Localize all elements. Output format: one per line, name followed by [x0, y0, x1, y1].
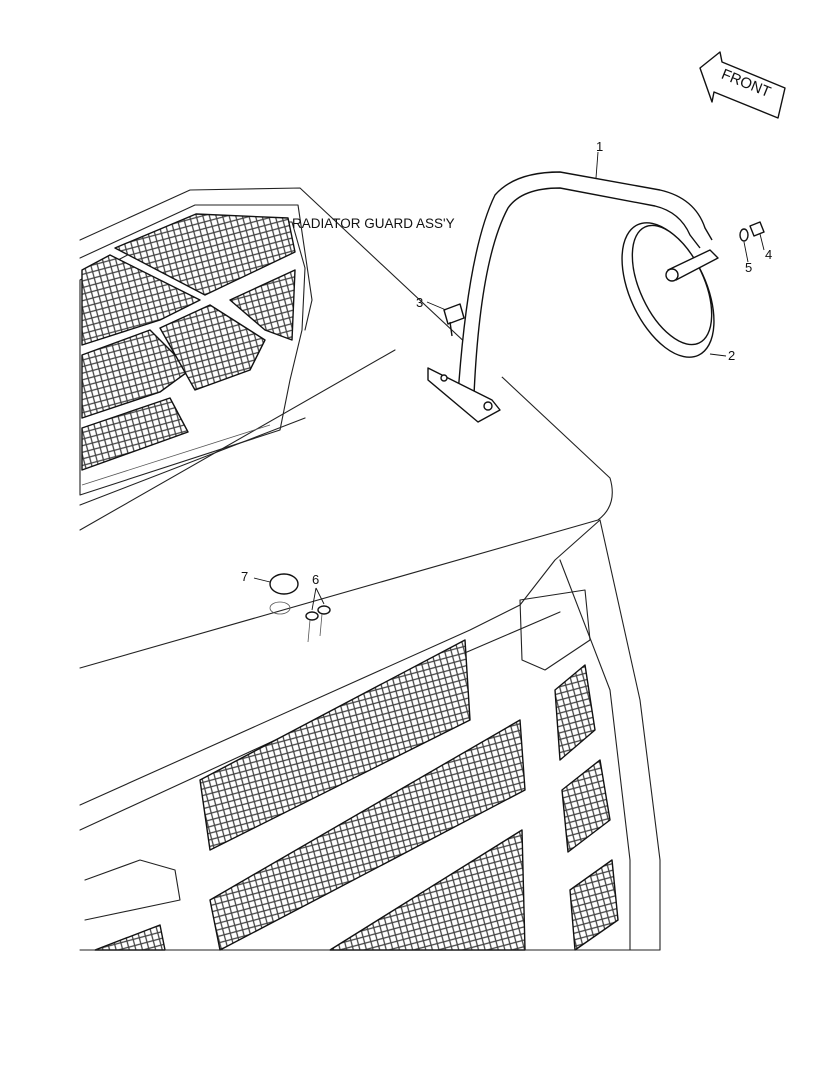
part-4-nut	[749, 221, 765, 237]
part-7-cap	[269, 573, 299, 615]
front-grille	[79, 519, 661, 951]
callout-2: 2	[728, 348, 735, 363]
part-3-bolt	[443, 303, 465, 337]
front-direction-arrow: FRONT	[699, 51, 786, 119]
callout-5: 5	[745, 260, 752, 275]
callout-4: 4	[765, 247, 772, 262]
callout-6: 6	[312, 572, 319, 587]
leader-lines	[253, 151, 765, 611]
part-5-washer	[739, 228, 749, 242]
callout-3: 3	[416, 295, 423, 310]
housing-outline	[79, 187, 613, 669]
part-2-mirror	[621, 222, 719, 358]
rear-grille	[79, 213, 306, 496]
assembly-title: RADIATOR GUARD ASS'Y	[292, 216, 455, 231]
part-6-plugs	[305, 605, 331, 643]
callout-7: 7	[241, 569, 248, 584]
callout-1: 1	[596, 139, 603, 154]
